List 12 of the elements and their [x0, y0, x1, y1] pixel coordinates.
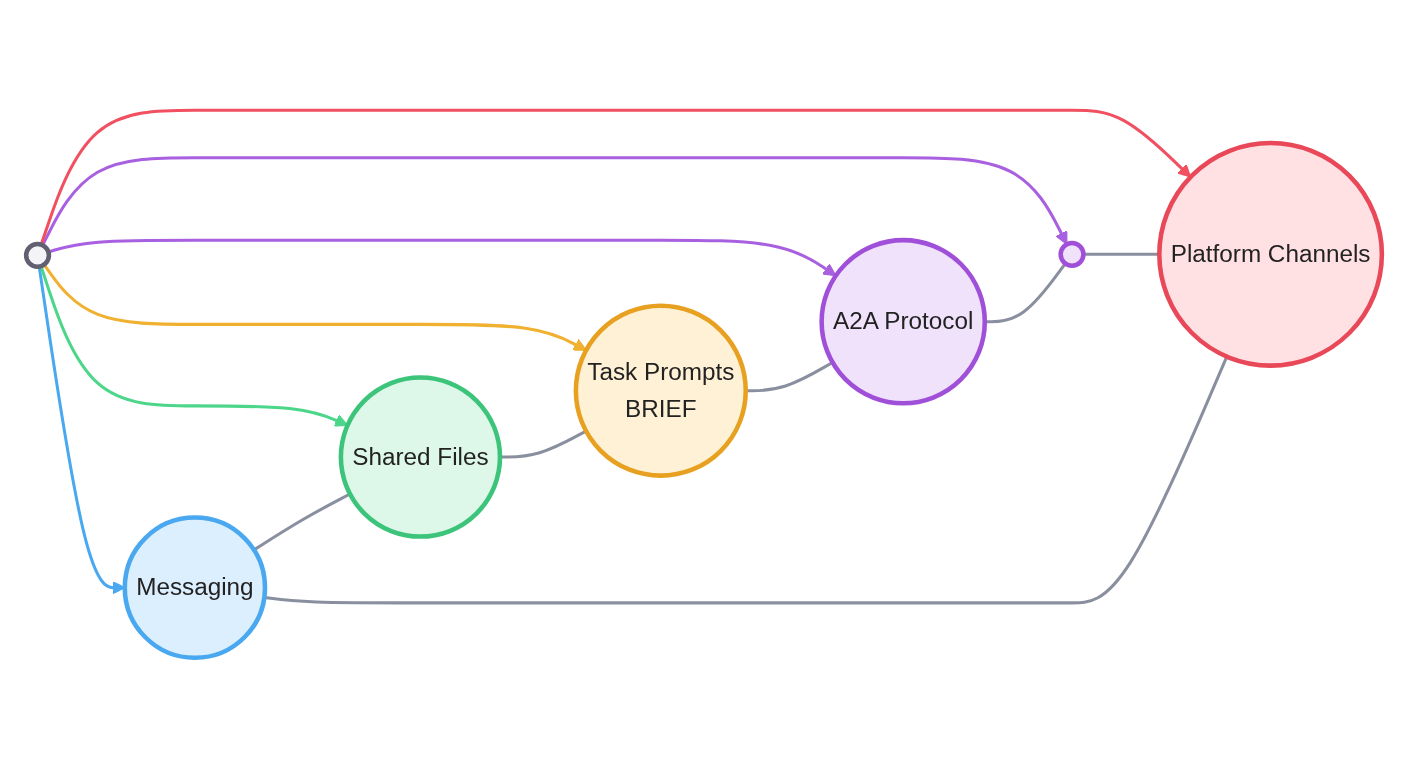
arrow: [41, 156, 1068, 246]
node-circle: Messaging: [122, 515, 268, 661]
node-circle: Task Prompts BRIEF: [573, 303, 748, 478]
node-circle: Shared Files: [338, 375, 503, 539]
node-circle: Platform Channels: [1157, 140, 1385, 368]
node-circle: A2A Protocol: [819, 237, 988, 406]
node-circle: [1058, 240, 1086, 268]
arrow: [42, 263, 587, 351]
connector: [253, 492, 351, 552]
connector: [500, 429, 587, 459]
node-circle: [23, 241, 52, 269]
arrow: [39, 108, 1192, 246]
